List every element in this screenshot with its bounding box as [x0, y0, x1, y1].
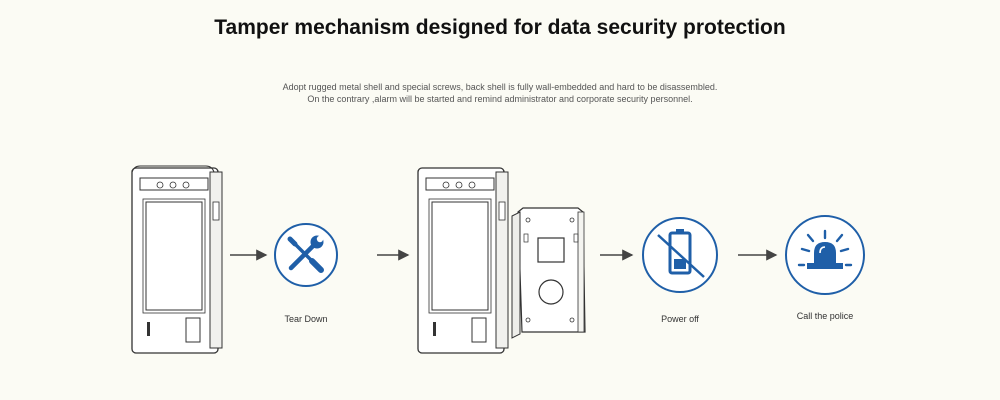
alarm-siren-icon: [797, 229, 853, 269]
wall-mount-back-plate: [511, 207, 586, 339]
step-label-call-police: Call the police: [796, 311, 854, 321]
power-off-step: [642, 217, 718, 293]
call-police-step: [785, 215, 865, 295]
device-front-removed: [417, 167, 509, 354]
step-label-tear-down: Tear Down: [284, 314, 328, 324]
step-label-power-off: Power off: [661, 314, 699, 324]
device-front-intact: [131, 165, 223, 354]
tear-down-step: [274, 223, 338, 287]
page-title: Tamper mechanism designed for data secur…: [214, 16, 786, 39]
description-line-1: Adopt rugged metal shell and special scr…: [282, 82, 718, 92]
battery-crossed-icon: [657, 229, 705, 278]
wrench-screwdriver-icon: [287, 235, 324, 273]
description-line-2: On the contrary ,alarm will be started a…: [307, 94, 693, 104]
